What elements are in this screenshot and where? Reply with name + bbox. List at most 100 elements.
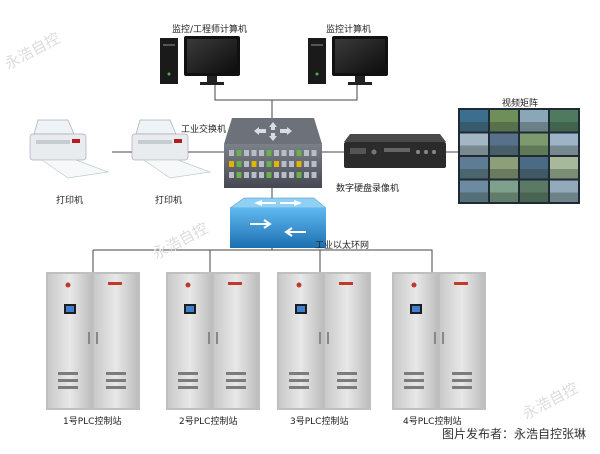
- cabinet-door-left: [168, 274, 212, 408]
- video-wall-tile-shade: [550, 145, 578, 155]
- switch-port: [281, 172, 287, 178]
- industrial-switch: [224, 118, 322, 188]
- switch-port: [251, 150, 257, 156]
- door-handle: [208, 332, 210, 344]
- nameplate: [228, 282, 242, 285]
- ethernet-ring-switch: [229, 197, 327, 248]
- vent-slot: [452, 379, 472, 382]
- vent-slot: [289, 379, 309, 382]
- label-industrial-switch: 工业交换机: [181, 125, 227, 135]
- vent-slot: [106, 386, 126, 389]
- label-plc-station-1: 1号PLC控制站: [63, 417, 122, 427]
- video-wall-tile-shade: [520, 169, 548, 179]
- label-plc-station-2: 2号PLC控制站: [179, 417, 238, 427]
- switch-port: [236, 161, 242, 167]
- cabinet-door-right: [94, 274, 138, 408]
- video-wall-tile-shade: [490, 169, 518, 179]
- video-wall-tile-shade: [460, 145, 488, 155]
- nameplate: [339, 282, 353, 285]
- vent-slot: [452, 372, 472, 375]
- vent-slot: [226, 379, 246, 382]
- video-wall-tile: [550, 133, 578, 155]
- switch-port: [229, 172, 234, 178]
- switch-port: [311, 172, 317, 178]
- video-wall-tile-shade: [490, 145, 518, 155]
- plc-cabinet: [46, 272, 140, 410]
- switch-port: [229, 161, 234, 167]
- switch-port: [296, 172, 302, 178]
- video-wall-tile: [490, 110, 518, 132]
- vent-slot: [289, 372, 309, 375]
- hmi-display: [186, 306, 194, 312]
- label-printer-2: 打印机: [155, 196, 183, 206]
- switch-port: [244, 150, 249, 156]
- vent-slot: [178, 372, 198, 375]
- plc-cabinet: [277, 272, 371, 410]
- hmi-display: [412, 306, 420, 312]
- video-wall-tile: [550, 157, 578, 179]
- monitor-screen: [187, 39, 237, 73]
- hmi-display: [66, 306, 74, 312]
- cabinet-door-left: [48, 274, 92, 408]
- switch-port: [274, 161, 279, 167]
- video-wall-tile-shade: [520, 145, 548, 155]
- switch-port: [266, 172, 272, 178]
- video-wall-tile: [490, 180, 518, 202]
- nameplate: [108, 282, 122, 285]
- door-handle: [96, 332, 98, 344]
- vent-slot: [337, 386, 357, 389]
- label-nvr: 数字硬盘录像机: [336, 184, 400, 194]
- video-wall-tile: [520, 157, 548, 179]
- switch-port: [251, 172, 257, 178]
- pc-tower: [160, 38, 178, 84]
- cabinet-door-right: [440, 274, 484, 408]
- door-handle: [319, 332, 321, 344]
- nameplate: [454, 282, 468, 285]
- nvr-recorder: [344, 134, 446, 168]
- video-wall-tile: [550, 110, 578, 132]
- label-plc-station-4: 4号PLC控制站: [403, 417, 462, 427]
- logo-mark: [65, 282, 71, 288]
- switch-port-rows: [229, 150, 317, 178]
- vent-slot: [178, 386, 198, 389]
- switch-port: [229, 150, 234, 156]
- vent-slot: [58, 379, 78, 382]
- monitor-screen: [335, 39, 385, 73]
- switch-port: [266, 161, 272, 167]
- video-wall-tile-shade: [490, 192, 518, 202]
- video-wall-tile-shade: [520, 192, 548, 202]
- vent-slot: [226, 386, 246, 389]
- video-wall-tile-shade: [460, 192, 488, 202]
- switch-port: [311, 161, 317, 167]
- switch-port: [296, 150, 302, 156]
- vent-slot: [106, 379, 126, 382]
- plc-cabinet: [166, 272, 260, 410]
- label-plc-station-3: 3号PLC控制站: [290, 417, 349, 427]
- video-wall: [458, 108, 580, 204]
- logo-mark: [296, 282, 302, 288]
- video-wall-tile-shade: [490, 122, 518, 132]
- video-wall-tile: [520, 110, 548, 132]
- cabinet-door-right: [214, 274, 258, 408]
- video-wall-tile: [490, 133, 518, 155]
- label-printer-1: 打印机: [56, 196, 84, 206]
- video-wall-tile-shade: [550, 192, 578, 202]
- video-wall-tile: [550, 180, 578, 202]
- switch-port: [304, 150, 309, 156]
- switch-port: [289, 172, 294, 178]
- cabinet-door-right: [325, 274, 369, 408]
- switch-port: [274, 172, 279, 178]
- vent-slot: [58, 372, 78, 375]
- video-wall-tile: [520, 180, 548, 202]
- switch-port: [251, 161, 257, 167]
- door-handle: [327, 332, 329, 344]
- door-handle: [434, 332, 436, 344]
- vent-slot: [106, 372, 126, 375]
- video-wall-tile: [460, 133, 488, 155]
- label-workstation-engineer: 监控/工程师计算机: [172, 25, 248, 35]
- video-wall-tile-shade: [460, 169, 488, 179]
- pc-tower: [308, 38, 326, 84]
- vent-slot: [337, 372, 357, 375]
